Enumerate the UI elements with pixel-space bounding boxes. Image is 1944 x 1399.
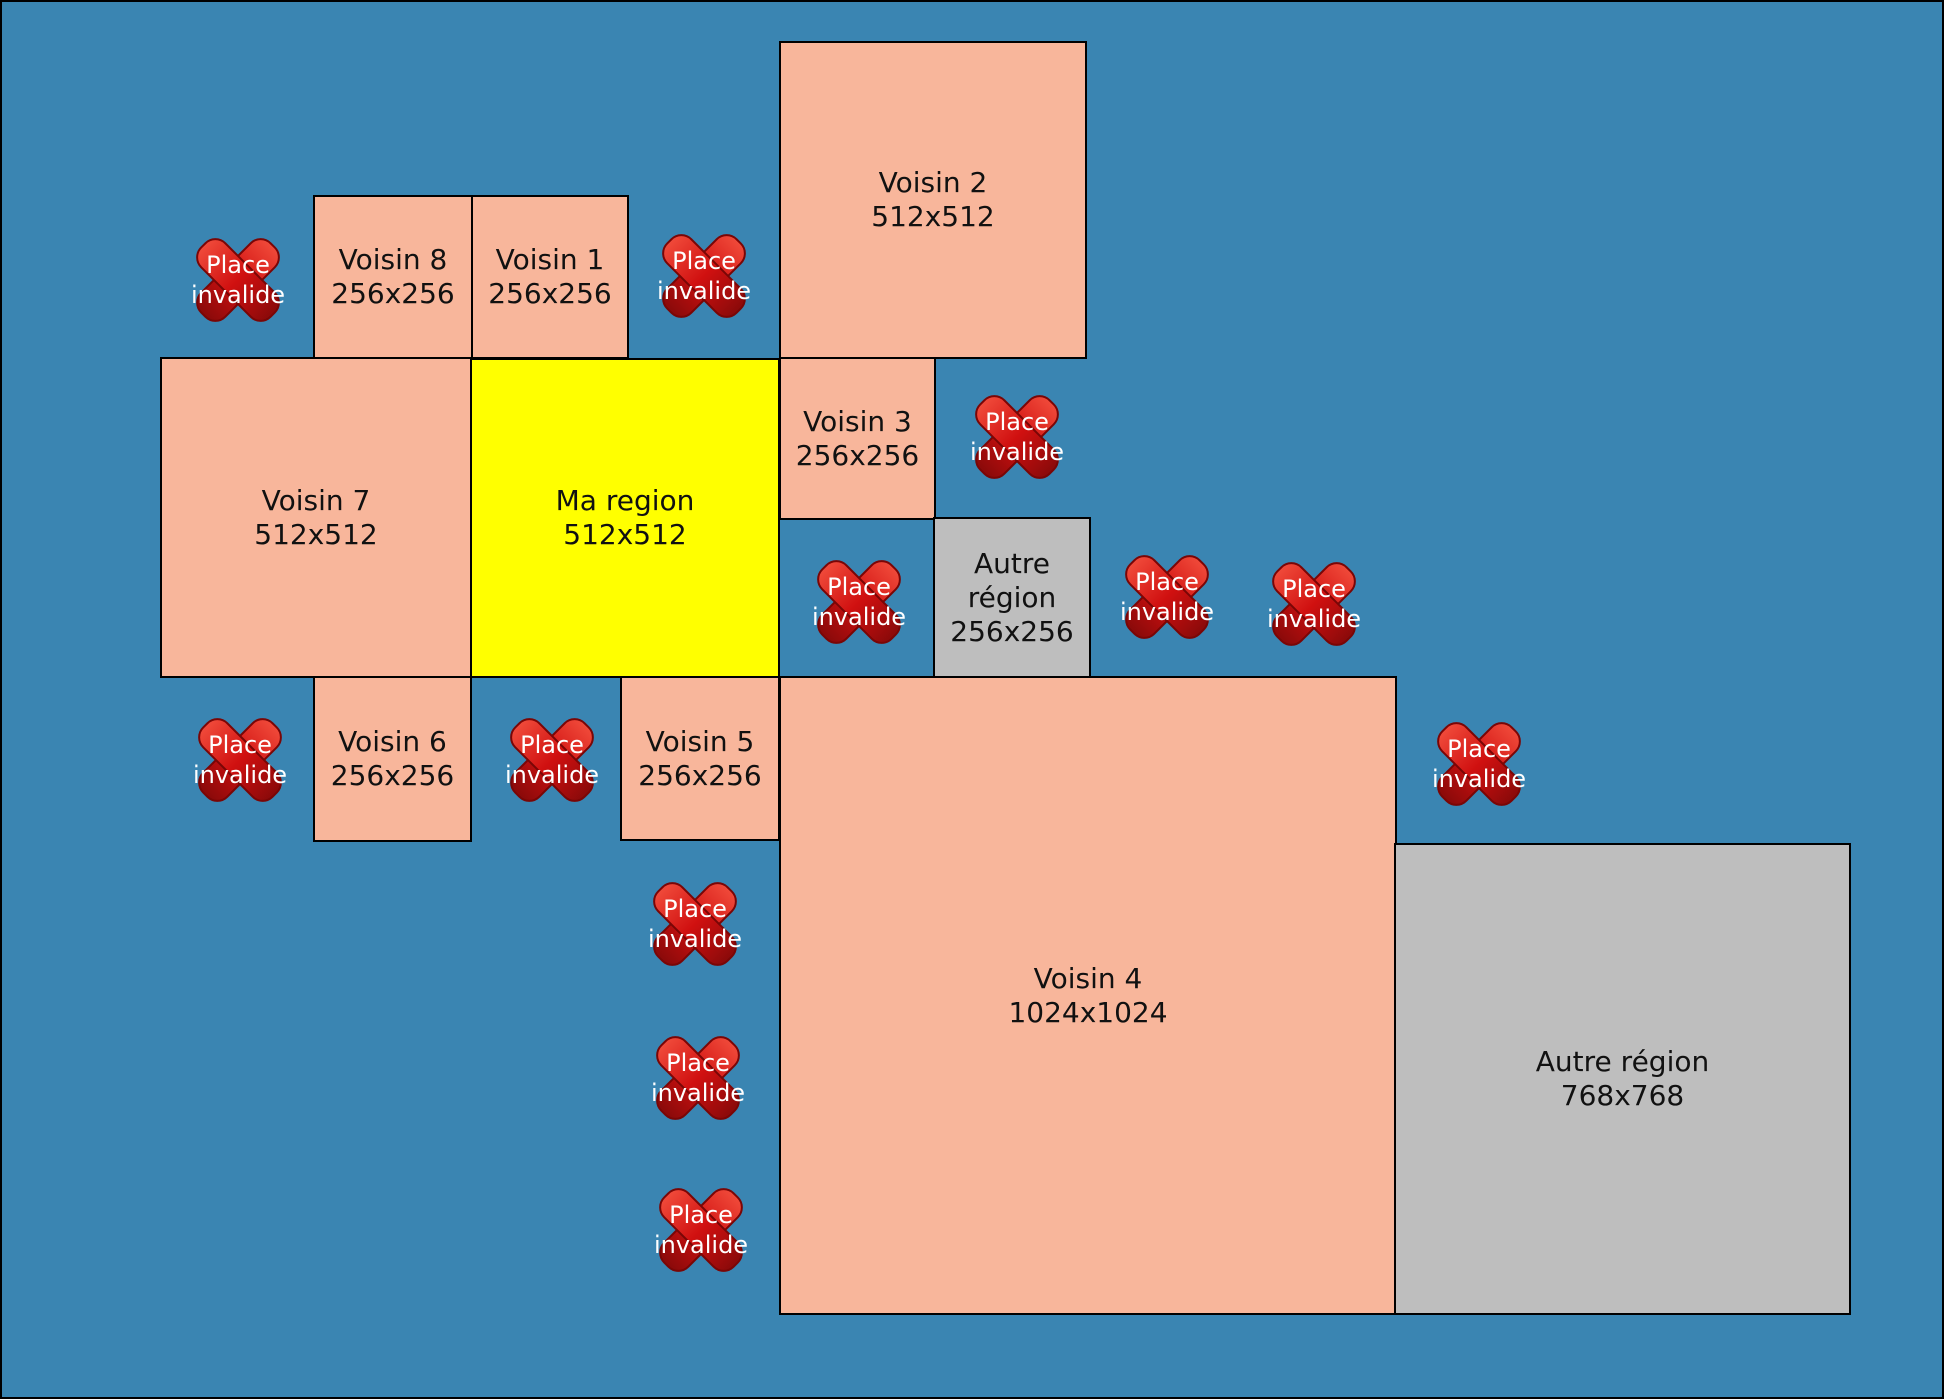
region-voisin-8: Voisin 8 256x256	[313, 195, 473, 359]
region-voisin-6: Voisin 6 256x256	[313, 676, 472, 842]
region-label: Voisin 3 256x256	[795, 404, 920, 472]
region-voisin-4: Voisin 4 1024x1024	[779, 676, 1397, 1315]
invalid-place-marker: Place invalide	[499, 707, 605, 813]
red-x-icon	[662, 234, 746, 318]
red-x-icon	[196, 238, 280, 322]
region-label: Voisin 1 256x256	[488, 243, 612, 310]
invalid-place-marker: Place invalide	[645, 1025, 751, 1131]
region-label: Voisin 8 256x256	[331, 243, 455, 310]
invalid-place-marker: Place invalide	[185, 227, 291, 333]
invalid-place-label: Place invalide	[1119, 568, 1215, 626]
region-ma-region: Ma region 512x512	[470, 358, 780, 678]
region-voisin-7: Voisin 7 512x512	[160, 357, 472, 678]
region-autre-small: Autre région 256x256	[933, 517, 1091, 679]
red-x-icon	[659, 1188, 743, 1272]
invalid-place-marker: Place invalide	[1426, 711, 1532, 817]
region-label: Voisin 6 256x256	[330, 725, 455, 792]
invalid-place-label: Place invalide	[656, 247, 752, 305]
red-x-icon	[1437, 722, 1521, 806]
invalid-place-marker: Place invalide	[806, 549, 912, 655]
invalid-place-label: Place invalide	[653, 1201, 749, 1259]
invalid-place-label: Place invalide	[504, 731, 600, 789]
red-x-icon	[510, 718, 594, 802]
region-label: Autre région 768x768	[1535, 1045, 1710, 1112]
invalid-place-label: Place invalide	[1431, 735, 1527, 793]
invalid-place-label: Place invalide	[811, 573, 907, 631]
invalid-place-label: Place invalide	[1266, 575, 1362, 633]
region-label: Voisin 7 512x512	[254, 483, 378, 551]
invalid-place-marker: Place invalide	[651, 223, 757, 329]
invalid-place-marker: Place invalide	[187, 707, 293, 813]
region-label: Ma region 512x512	[555, 484, 695, 551]
invalid-place-label: Place invalide	[190, 251, 286, 309]
invalid-place-label: Place invalide	[192, 731, 288, 789]
invalid-place-label: Place invalide	[969, 408, 1065, 466]
region-autre-large: Autre région 768x768	[1394, 843, 1851, 1315]
region-voisin-1: Voisin 1 256x256	[471, 195, 629, 359]
red-x-icon	[817, 560, 901, 644]
invalid-place-marker: Place invalide	[648, 1177, 754, 1283]
invalid-place-marker: Place invalide	[1261, 551, 1367, 657]
region-label: Voisin 4 1024x1024	[1008, 961, 1168, 1029]
invalid-place-marker: Place invalide	[1114, 544, 1220, 650]
red-x-icon	[198, 718, 282, 802]
red-x-icon	[653, 882, 737, 966]
red-x-icon	[975, 395, 1059, 479]
red-x-icon	[656, 1036, 740, 1120]
invalid-place-label: Place invalide	[647, 895, 743, 953]
region-voisin-2: Voisin 2 512x512	[779, 41, 1087, 359]
invalid-place-marker: Place invalide	[964, 384, 1070, 490]
red-x-icon	[1125, 555, 1209, 639]
region-label: Autre région 256x256	[950, 547, 1074, 648]
region-voisin-3: Voisin 3 256x256	[779, 357, 936, 520]
region-label: Voisin 2 512x512	[871, 166, 995, 233]
region-voisin-5: Voisin 5 256x256	[620, 676, 780, 841]
invalid-place-marker: Place invalide	[642, 871, 748, 977]
invalid-place-label: Place invalide	[650, 1049, 746, 1107]
red-x-icon	[1272, 562, 1356, 646]
region-label: Voisin 5 256x256	[638, 724, 762, 792]
